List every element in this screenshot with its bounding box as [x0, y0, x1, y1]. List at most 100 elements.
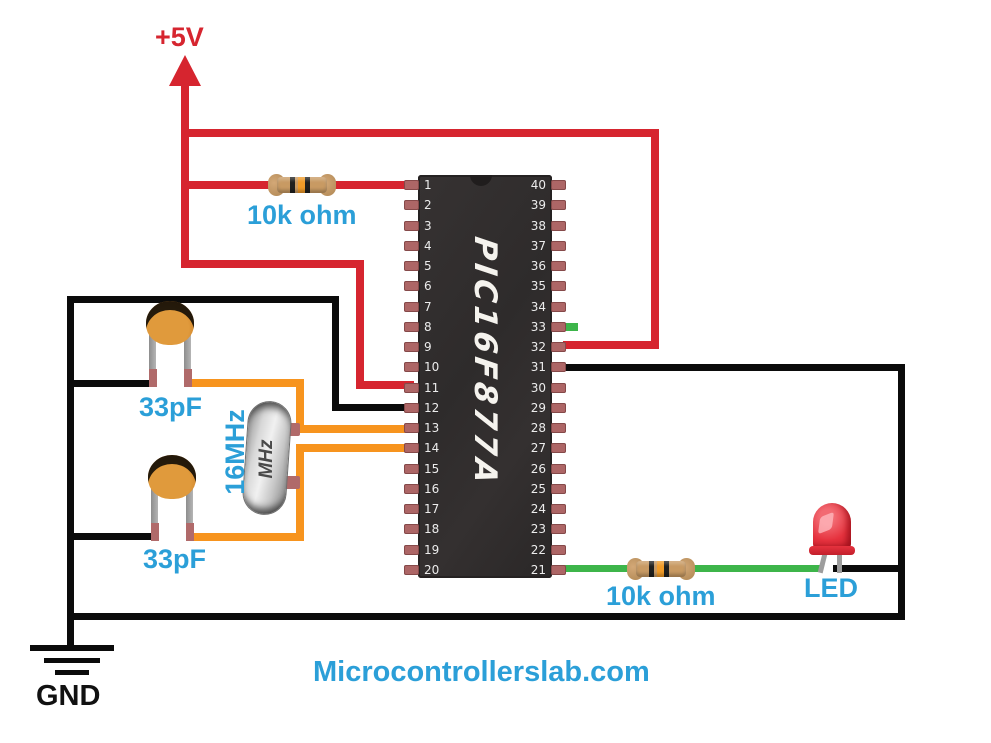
ic-pin-number-left: 19: [424, 542, 440, 557]
ic-pin-number-right: 27: [530, 441, 546, 456]
ic-pin-pad-right: [551, 423, 566, 434]
ic-pin-number-left: 20: [424, 562, 440, 577]
ic-pin-number-right: 29: [530, 400, 546, 415]
ic-pin-pad-right: [551, 321, 566, 332]
ic-pin-pad-right: [551, 281, 566, 292]
ic-pin-pad-right: [551, 382, 566, 393]
ground-symbol-bar3: [55, 670, 89, 675]
capacitor-lower: [148, 455, 196, 545]
ic-pin-pad-right: [551, 483, 566, 494]
ic-pin-pad-left: [404, 483, 419, 494]
resistor-led-series-label: 10k ohm: [606, 581, 716, 611]
ic-pin-pad-right: [551, 200, 566, 211]
ic-pin-number-left: 14: [424, 441, 440, 456]
resistor-pullup: [268, 172, 336, 198]
wire-ground-from-pin31: [563, 364, 905, 371]
wire-power-to-pin32: [563, 341, 659, 349]
ic-pin-pad-right: [551, 261, 566, 272]
wire-osc-vertical-lower: [296, 444, 304, 541]
ic-pin-number-right: 31: [530, 360, 546, 375]
ic-pin-pad-left: [404, 524, 419, 535]
ic-pin-number-right: 25: [530, 481, 546, 496]
ic-pin-number-left: 18: [424, 522, 440, 537]
ic-pin-number-left: 17: [424, 502, 440, 517]
ic-notch: [470, 175, 492, 186]
ic-pin-number-right: 35: [530, 279, 546, 294]
ic-pin-number-right: 34: [530, 299, 546, 314]
ic-pin-pad-left: [404, 443, 419, 454]
ic-pin-pad-left: [404, 261, 419, 272]
ic-pin-pad-right: [551, 180, 566, 190]
wire-osc-to-pin14: [296, 444, 414, 452]
ic-pin-number-left: 12: [424, 400, 440, 415]
ic-pin-number-left: 15: [424, 461, 440, 476]
wire-ground-to-pin12: [332, 404, 414, 411]
capacitor-upper: [146, 301, 194, 391]
ic-pin-number-left: 2: [424, 198, 432, 213]
ic-pin-pad-left: [404, 362, 419, 373]
capacitor-lower-label: 33pF: [143, 544, 207, 574]
wire-ground-bottom-rail: [67, 613, 905, 620]
ic-pin-number-right: 26: [530, 461, 546, 476]
ic-pin-number-left: 10: [424, 360, 440, 375]
ic-pin-pad-left: [404, 240, 419, 251]
led-component: [806, 503, 858, 574]
resistor-led-series: [627, 556, 695, 582]
led-label: LED: [804, 573, 858, 603]
ic-pin-pad-right: [551, 564, 566, 575]
ic-pin-pad-right: [551, 301, 566, 312]
ground-symbol-bar2: [44, 658, 100, 663]
ic-pin-pad-left: [404, 402, 419, 413]
watermark-text: Microcontrollerslab.com: [313, 656, 650, 688]
ic-pin-pad-right: [551, 342, 566, 353]
crystal-frequency-label: 16MHz: [220, 409, 250, 495]
wire-power-to-pin11: [356, 381, 414, 389]
ic-pin-pad-left: [404, 301, 419, 312]
ic-pin-number-left: 6: [424, 279, 432, 294]
crystal-terminal-bottom: [283, 476, 300, 489]
ic-pin-pad-left: [404, 564, 419, 575]
wire-power-vertical-main: [181, 82, 189, 268]
wire-osc-to-pin13: [296, 425, 414, 433]
wire-ground-left-vertical: [67, 296, 74, 648]
crystal-body-text: MHz: [256, 439, 277, 479]
wire-power-branch-horizontal: [181, 260, 364, 268]
ic-pin-number-left: 11: [424, 380, 440, 395]
ic-pin-number-right: 39: [530, 198, 546, 213]
ic-pin-pad-right: [551, 443, 566, 454]
wire-power-right-vertical: [651, 129, 659, 349]
ic-pin-pad-left: [404, 382, 419, 393]
ic-pin-number-left: 16: [424, 481, 440, 496]
capacitor-upper-label: 33pF: [139, 392, 203, 422]
ic-pin-number-right: 38: [530, 218, 546, 233]
ic-pin-pad-right: [551, 463, 566, 474]
ic-pin-number-right: 21: [530, 562, 546, 577]
ic-pin-pad-right: [551, 240, 566, 251]
ic-pin-number-right: 30: [530, 380, 546, 395]
ic-pin-number-right: 22: [530, 542, 546, 557]
ic-pin-pad-left: [404, 342, 419, 353]
ic-pin-number-right: 32: [530, 340, 546, 355]
wire-ground-to-cap1: [67, 380, 155, 387]
ic-pin-pad-left: [404, 463, 419, 474]
ic-pin-pad-left: [404, 180, 419, 190]
ic-pin-number-left: 8: [424, 319, 432, 334]
ic-pin-number-right: 23: [530, 522, 546, 537]
resistor-pullup-label: 10k ohm: [247, 200, 357, 230]
ic-part-number-label: PIC16F877A: [467, 234, 503, 490]
wire-power-top-horizontal: [181, 129, 659, 137]
ic-pin-pad-left: [404, 544, 419, 555]
ic-pin-pad-left: [404, 321, 419, 332]
power-arrow-icon: [169, 55, 201, 86]
ic-pin-number-right: 40: [530, 178, 546, 192]
ic-pin-pad-left: [404, 423, 419, 434]
wire-ground-mid-vertical: [332, 296, 339, 411]
ic-pin-pad-left: [404, 504, 419, 515]
wire-ground-led-cathode: [833, 565, 905, 572]
ic-pin-number-left: 9: [424, 340, 432, 355]
ic-pic16f877a-body: [418, 175, 552, 578]
crystal-oscillator: MHz: [242, 400, 305, 518]
wire-ground-top-horizontal: [67, 296, 339, 303]
ic-pin-pad-left: [404, 220, 419, 231]
